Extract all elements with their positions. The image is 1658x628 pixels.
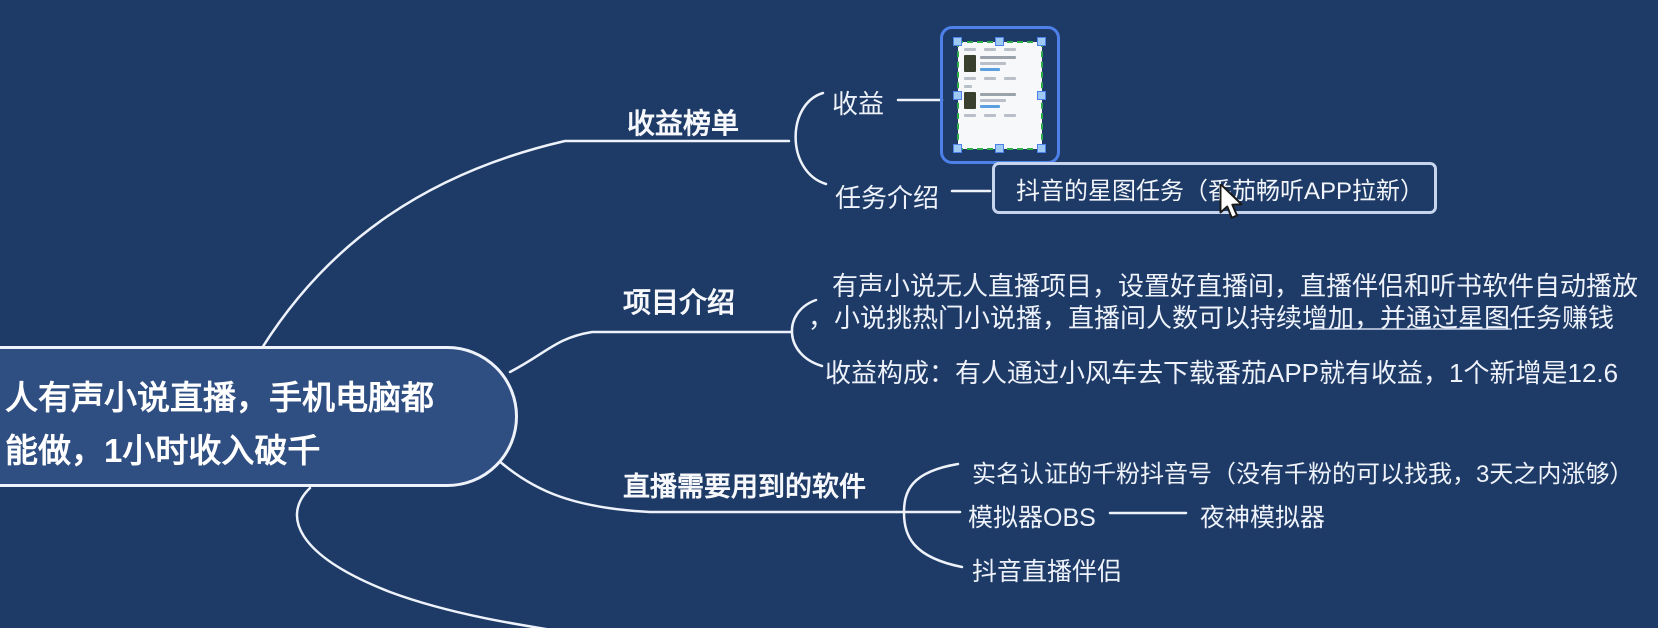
leaf-douyin-account[interactable]: 实名认证的千粉抖音号（没有千粉的可以找我，3天之内涨够） [972,461,1634,488]
fork-revenue-ranking [794,91,828,186]
fork-software [902,462,964,569]
topic-project-intro[interactable]: 项目介绍 [623,287,736,318]
leaf-project-desc-line2[interactable]: ，小说挑热门小说播，直播间人数可以持续增加，并通过星图任务赚钱 [808,303,1615,333]
branch-line-bottom [295,486,547,628]
branch-line-project-intro [508,330,793,374]
resize-handle-bottom-left[interactable] [953,144,962,153]
earnings-card [962,85,1038,117]
resize-handle-mid-left[interactable] [953,91,962,100]
book-cover-thumbnail [964,92,976,109]
resize-handle-bottom-right[interactable] [1037,144,1046,153]
resize-handle-bottom-center[interactable] [995,144,1004,153]
resize-handle-top-left[interactable] [953,37,962,46]
resize-handle-top-right[interactable] [1037,37,1046,46]
book-cover-thumbnail [964,55,976,72]
mouse-cursor-icon [1219,184,1243,219]
earnings-image[interactable] [957,41,1043,150]
leaf-revenue[interactable]: 收益 [832,89,885,119]
root-topic-line1: 人有声小说直播，手机电脑都 [5,379,434,416]
earnings-card [962,48,1038,80]
leaf-nightgod-emulator[interactable]: 夜神模拟器 [1200,504,1326,532]
topic-revenue-ranking[interactable]: 收益榜单 [627,108,740,139]
leaf-project-desc-line1[interactable]: 有声小说无人直播项目，设置好直播间，直播伴侣和听书软件自动播放 [832,271,1639,301]
node-starmap-task[interactable]: 抖音的星图任务（番茄畅听APP拉新） [992,162,1437,214]
resize-handle-mid-right[interactable] [1037,91,1046,100]
topic-software[interactable]: 直播需要用到的软件 [623,472,866,502]
leaf-live-companion[interactable]: 抖音直播伴侣 [972,558,1123,586]
leaf-task-intro[interactable]: 任务介绍 [835,183,940,213]
leaf-emulator-obs[interactable]: 模拟器OBS [968,504,1096,532]
leaf-revenue-note[interactable]: 收益构成：有人通过小风车去下载番茄APP就有收益，1个新增是12.6 [825,358,1619,388]
resize-handle-top-center[interactable] [995,37,1004,46]
root-topic-line2: 能做，1小时收入破千 [5,432,321,469]
root-topic[interactable]: 人有声小说直播，手机电脑都 能做，1小时收入破千 [0,346,518,487]
